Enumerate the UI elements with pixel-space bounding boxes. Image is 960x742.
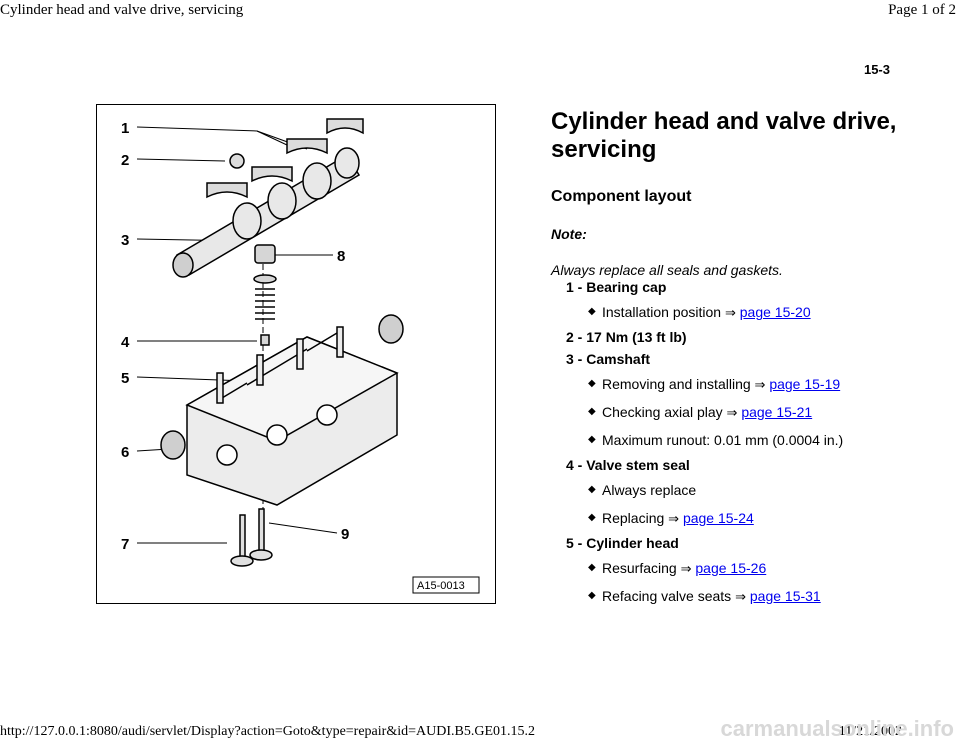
callout-3: 3 <box>121 232 129 249</box>
page-reference-link[interactable]: page 15-26 <box>695 560 767 576</box>
bullet-text: Removing and installing <box>602 376 751 392</box>
page-reference-link[interactable]: page 15-20 <box>739 304 811 320</box>
footer-url: http://127.0.0.1:8080/audi/servlet/Displ… <box>0 724 535 739</box>
component-bullet: ◆ Replacing ⇒ page 15-24 <box>566 504 926 532</box>
content-header: Cylinder head and valve drive, servicing… <box>551 108 931 278</box>
component-item-heading: 2 - 17 Nm (13 ft lb) <box>566 329 687 345</box>
page-reference-link[interactable]: page 15-31 <box>749 588 821 604</box>
component-bullet: ◆ Always replace <box>566 476 926 504</box>
component-bullet: ◆ Installation position ⇒ page 15-20 <box>566 298 926 326</box>
arrow-icon: ⇒ <box>754 377 766 392</box>
component-bullet: ◆ Checking axial play ⇒ page 15-21 <box>566 398 926 426</box>
diamond-bullet-icon: ◆ <box>588 590 596 601</box>
arrow-icon: ⇒ <box>726 405 738 420</box>
callout-1: 1 <box>121 120 129 137</box>
header-page-indicator: Page 1 of 2 <box>888 2 956 18</box>
component-item-heading: 4 - Valve stem seal <box>566 457 690 473</box>
header-title: Cylinder head and valve drive, servicing <box>0 2 244 18</box>
component-diagram: 1 2 3 4 5 6 7 8 9 A15-0013 <box>96 104 496 604</box>
section-heading: Component layout <box>551 188 692 205</box>
page-reference-link[interactable]: page 15-21 <box>741 404 813 420</box>
bullet-text: Checking axial play <box>602 404 723 420</box>
bullet-text: Refacing valve seats <box>602 588 732 604</box>
callout-6: 6 <box>121 444 129 461</box>
footer-date: 11/21/2002 <box>838 724 902 739</box>
callout-7: 7 <box>121 536 129 553</box>
component-item-heading: 5 - Cylinder head <box>566 535 679 551</box>
diamond-bullet-icon: ◆ <box>588 406 596 417</box>
callout-8: 8 <box>337 248 345 265</box>
page-reference-link[interactable]: page 15-19 <box>769 376 841 392</box>
diamond-bullet-icon: ◆ <box>588 306 596 317</box>
diamond-bullet-icon: ◆ <box>588 434 596 445</box>
component-bullet: ◆ Refacing valve seats ⇒ page 15-31 <box>566 582 926 610</box>
page-title: Cylinder head and valve drive, servicing <box>551 108 897 163</box>
bullet-text: Resurfacing <box>602 560 677 576</box>
diamond-bullet-icon: ◆ <box>588 562 596 573</box>
callout-5: 5 <box>121 370 129 387</box>
callout-9: 9 <box>341 526 349 543</box>
page-number: 15-3 <box>863 62 890 77</box>
bullet-text: Installation position <box>602 304 722 320</box>
component-item-heading: 1 - Bearing cap <box>566 279 667 295</box>
arrow-icon: ⇒ <box>735 589 746 604</box>
arrow-icon: ⇒ <box>680 561 692 576</box>
watermark: carmanualsonline.info <box>720 716 955 741</box>
callout-2: 2 <box>121 152 129 169</box>
component-bullet: ◆ Resurfacing ⇒ page 15-26 <box>566 554 926 582</box>
note-label: Note: <box>551 226 587 242</box>
arrow-icon: ⇒ <box>668 511 680 526</box>
component-bullet: ◆ Removing and installing ⇒ page 15-19 <box>566 370 926 398</box>
page-reference-link[interactable]: page 15-24 <box>682 510 754 526</box>
cylinder-head-illustration: 1 2 3 4 5 6 7 8 9 A15-0013 <box>121 118 480 594</box>
note-text: Always replace all seals and gaskets. <box>551 262 783 278</box>
diamond-bullet-icon: ◆ <box>588 378 596 389</box>
component-item-heading: 3 - Camshaft <box>566 351 651 367</box>
callout-4: 4 <box>121 334 130 351</box>
figure-code: A15-0013 <box>417 580 465 592</box>
component-bullet: ◆ Maximum runout: 0.01 mm (0.0004 in.) <box>566 426 926 454</box>
bullet-text: Replacing <box>602 510 665 526</box>
diamond-bullet-icon: ◆ <box>588 484 596 495</box>
arrow-icon: ⇒ <box>724 305 736 320</box>
bullet-text: Always replace <box>602 482 697 498</box>
component-list: 1 - Bearing cap ◆ Installation position ⇒ … <box>566 276 926 610</box>
bullet-text: Maximum runout: 0.01 mm (0.0004 in.) <box>602 432 844 448</box>
diamond-bullet-icon: ◆ <box>588 512 596 523</box>
